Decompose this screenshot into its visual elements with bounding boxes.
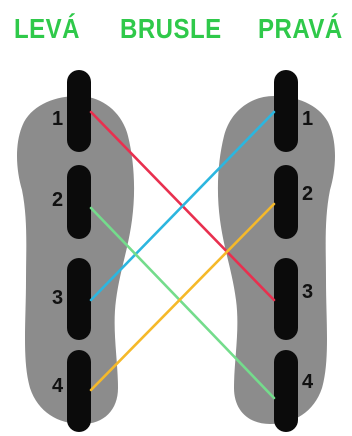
right-strap-4	[274, 350, 298, 432]
left-number-4: 4	[52, 375, 64, 397]
left-number-3: 3	[52, 287, 63, 309]
right-strap-1	[274, 70, 298, 152]
right-number-4: 4	[302, 371, 314, 393]
right-number-3: 3	[302, 281, 313, 303]
left-strap-3	[67, 258, 91, 340]
left-number-2: 2	[52, 189, 63, 211]
left-strap-4	[67, 350, 91, 432]
left-strap-1	[67, 70, 91, 152]
left-number-1: 1	[52, 108, 63, 130]
right-number-2: 2	[302, 183, 313, 205]
left-strap-2	[67, 165, 91, 239]
right-strap-3	[274, 258, 298, 340]
right-number-1: 1	[302, 108, 313, 130]
right-strap-2	[274, 165, 298, 239]
